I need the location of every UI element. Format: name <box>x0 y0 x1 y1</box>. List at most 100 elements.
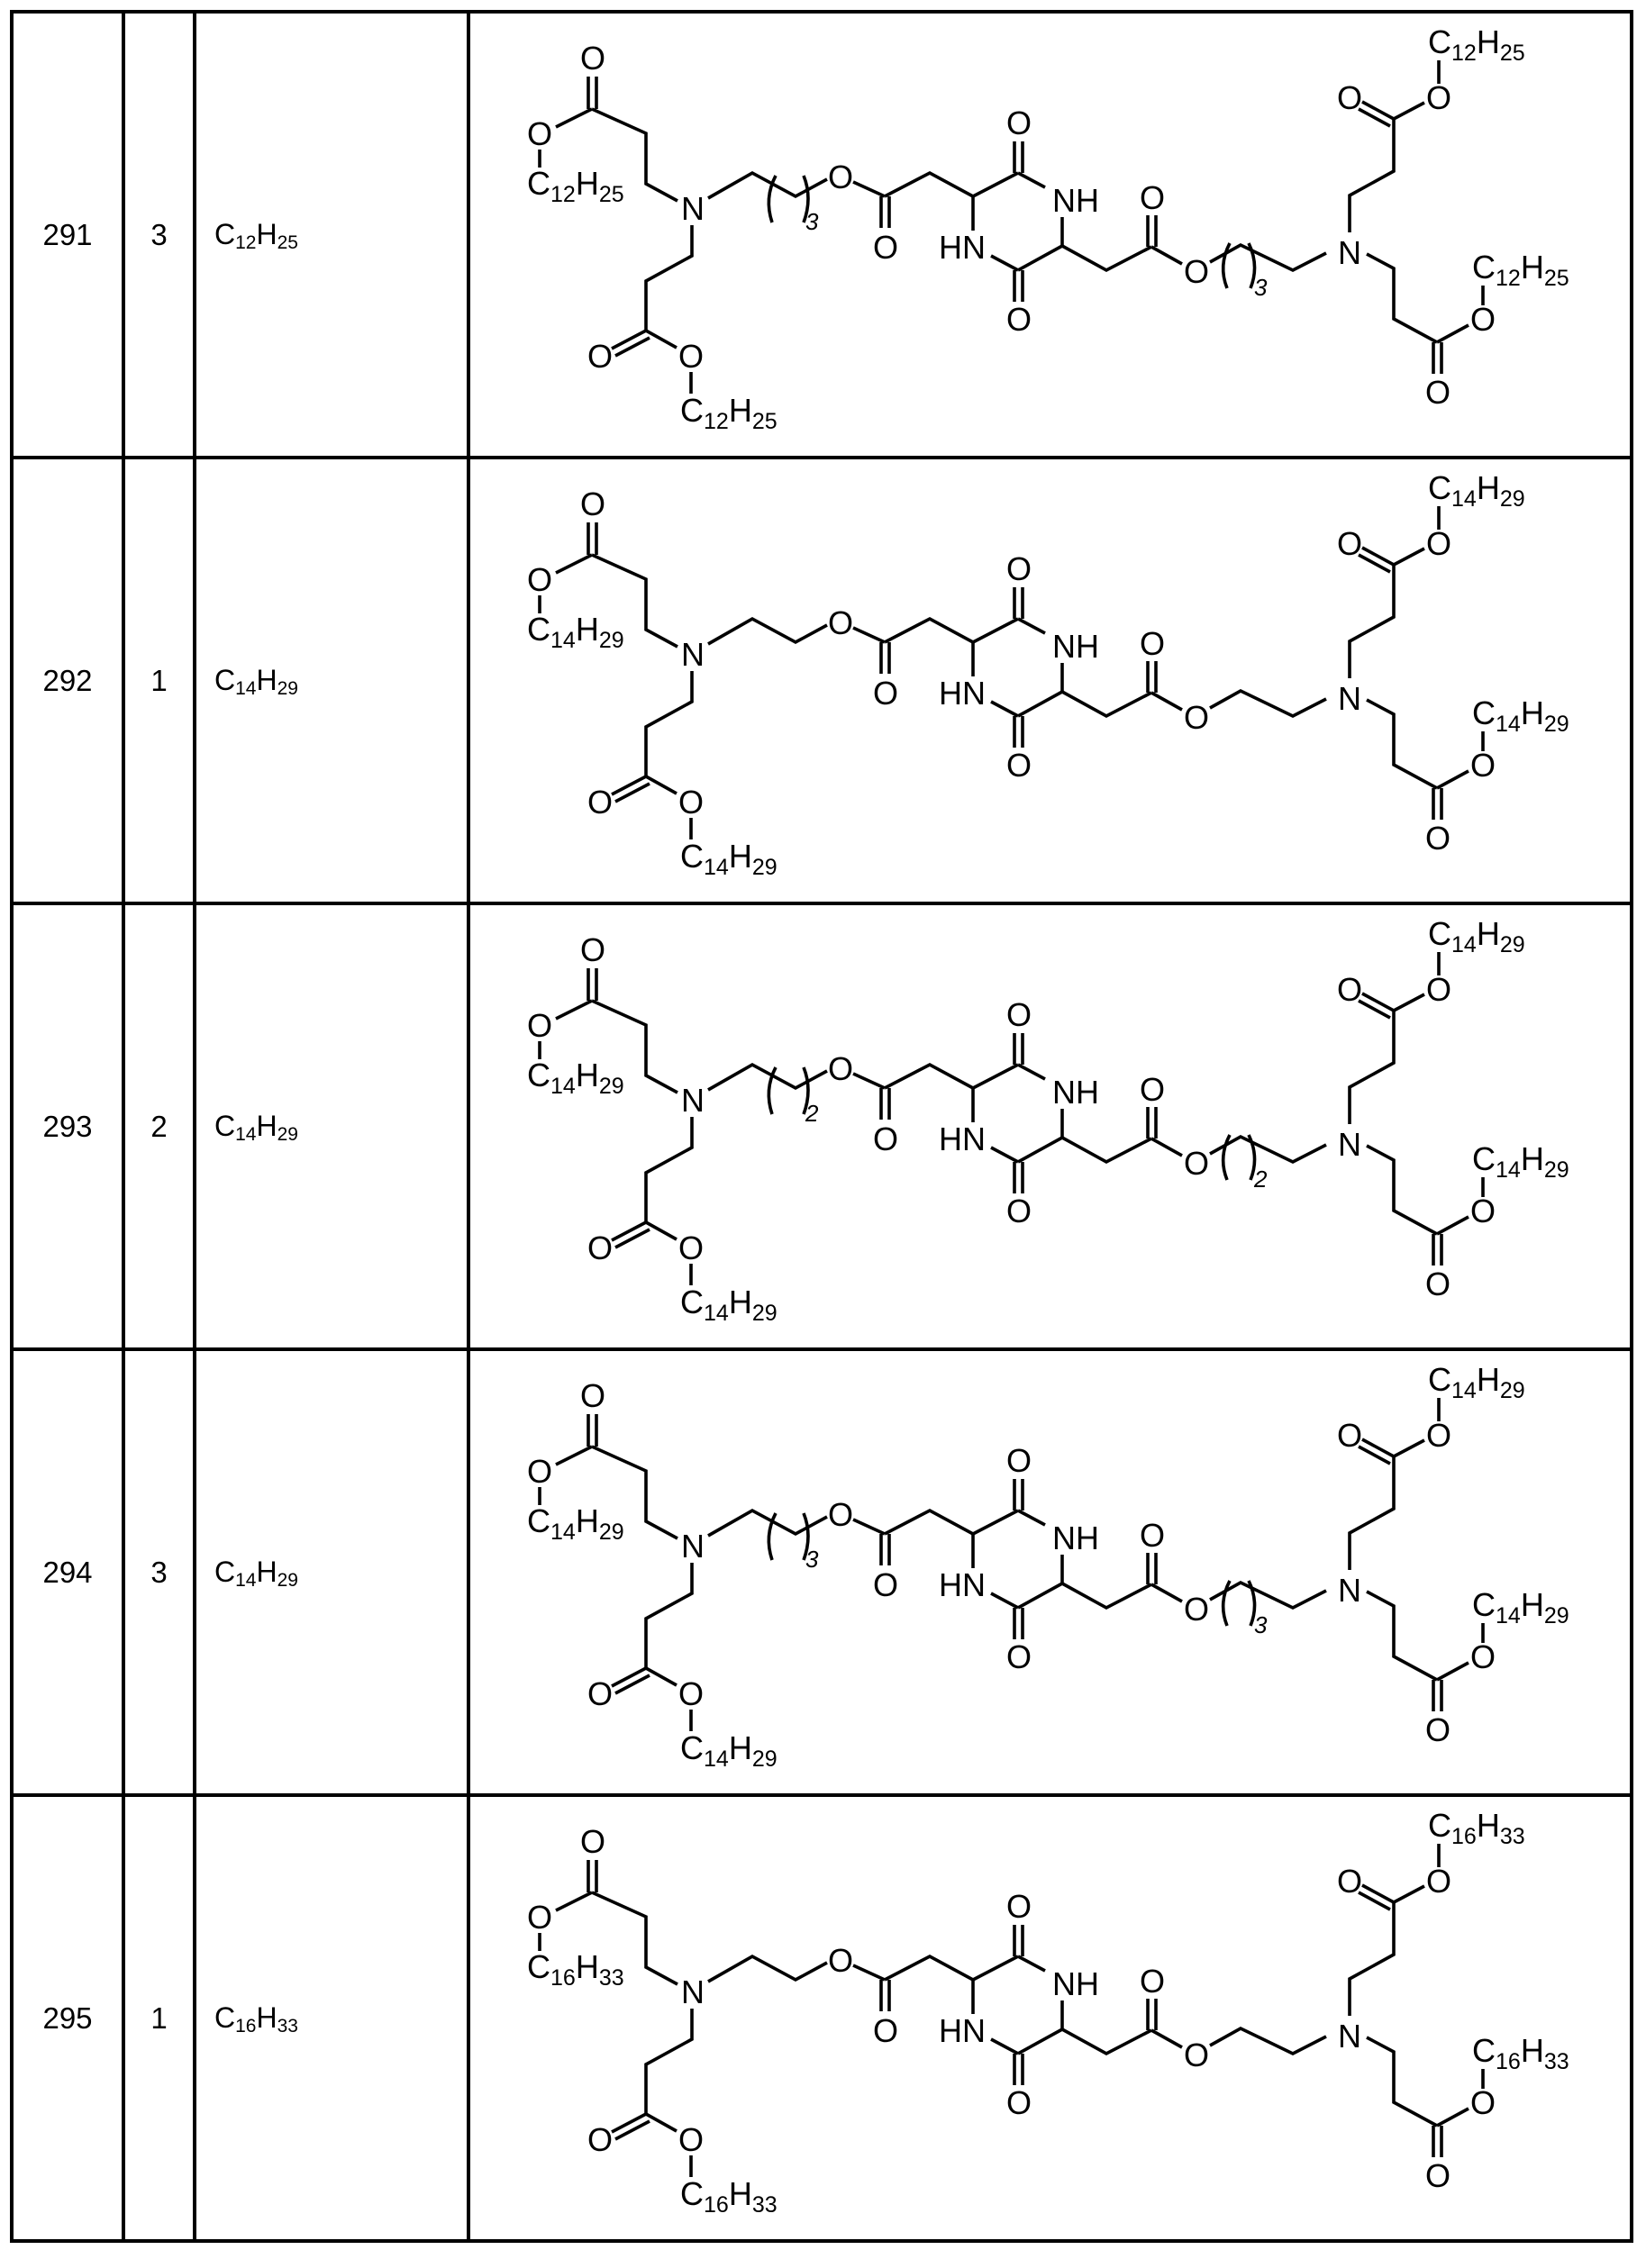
table-row: 291 3 C12H25 O O C12H25 N <box>10 10 1633 459</box>
svg-text:O: O <box>1006 747 1032 784</box>
amine-n-left: N <box>681 1528 705 1565</box>
compound-number-cell: 291 <box>10 10 125 459</box>
r-group-formula: C14H29 <box>214 664 298 699</box>
svg-text:O: O <box>1184 699 1209 736</box>
right-linker: 3 <box>1209 242 1327 301</box>
r-label: C12H25 <box>527 165 624 207</box>
svg-text:O: O <box>1140 1071 1165 1108</box>
n-value: 1 <box>150 663 168 697</box>
svg-text:O: O <box>1426 971 1451 1008</box>
right-linker: 3 <box>1209 1580 1327 1638</box>
right-linker <box>1209 2026 1327 2056</box>
compound-number: 295 <box>42 2000 93 2035</box>
n-value-cell: 2 <box>122 902 196 1351</box>
table-row: 292 1 C14H29 O O C14H29 N <box>10 456 1633 905</box>
structure-cell: O O C14H29 N O O C14H29 <box>467 902 1633 1351</box>
svg-text:O: O <box>1470 747 1496 784</box>
table-row: 293 2 C14H29 O O C14H29 N <box>10 902 1633 1351</box>
svg-text:O: O <box>587 1229 613 1266</box>
ring-nh: NH <box>1052 182 1099 219</box>
svg-text:O: O <box>1337 1417 1362 1454</box>
svg-text:O: O <box>1006 1193 1032 1229</box>
ring-hn: HN <box>939 1120 986 1157</box>
left-ring-ester: O <box>852 170 974 266</box>
ring-nh: NH <box>1052 1520 1099 1556</box>
r-label: C16H33 <box>1428 1807 1525 1849</box>
structure-cell: O O C12H25 N O O C12H25 <box>467 10 1633 459</box>
r-label: C14H29 <box>680 1284 778 1326</box>
r-label: C16H33 <box>1472 2032 1569 2074</box>
svg-text:O: O <box>678 1675 704 1712</box>
left-upper-ester: O O C14H29 <box>527 1377 678 1545</box>
svg-text:O: O <box>828 1942 853 1979</box>
svg-text:O: O <box>1425 374 1450 411</box>
compound-number-cell: 295 <box>10 1793 125 2243</box>
r-label: C12H25 <box>1428 23 1525 66</box>
r-group-cell: C16H33 <box>193 1793 470 2243</box>
ring-hn: HN <box>939 2012 986 2049</box>
n-value-cell: 1 <box>122 456 196 905</box>
svg-text:O: O <box>1426 1863 1451 1900</box>
amine-n-left: N <box>681 636 705 673</box>
r-group-cell: C12H25 <box>193 10 470 459</box>
svg-text:O: O <box>828 1496 853 1533</box>
svg-text:O: O <box>580 40 605 77</box>
r-group-formula: C14H29 <box>214 1110 298 1145</box>
svg-text:O: O <box>1140 179 1165 216</box>
chemical-structure: O O C16H33 N O O C16H33 <box>527 1807 1569 2218</box>
linker-bracket-left: 2 <box>767 1066 819 1127</box>
diketopiperazine-ring: O NH O HN <box>939 996 1099 1229</box>
diketopiperazine-ring: O NH O HN <box>939 104 1099 338</box>
svg-text:O: O <box>1337 525 1362 562</box>
svg-text:O: O <box>1337 971 1362 1008</box>
ring-hn: HN <box>939 1566 986 1603</box>
linker-bracket-right: 3 <box>1221 1580 1268 1638</box>
chemical-structure: O O C14H29 N O O C14H29 <box>527 915 1569 1326</box>
svg-text:O: O <box>580 1823 605 1860</box>
linker-bracket-left: 3 <box>767 1512 819 1573</box>
svg-text:3: 3 <box>805 1546 819 1573</box>
amine-n-left: N <box>681 1082 705 1119</box>
r-label: C14H29 <box>1428 469 1525 512</box>
svg-text:O: O <box>873 2012 898 2049</box>
right-lower-ester: O O C16H33 <box>1366 2032 1569 2194</box>
svg-text:O: O <box>587 1675 613 1712</box>
svg-text:O: O <box>828 1050 853 1087</box>
n-value: 3 <box>150 217 168 251</box>
svg-text:O: O <box>587 2121 613 2158</box>
ring-nh: NH <box>1052 628 1099 665</box>
left-upper-ester: O O C14H29 <box>527 485 678 653</box>
compound-number-cell: 293 <box>10 902 125 1351</box>
svg-text:O: O <box>587 784 613 821</box>
svg-text:O: O <box>1006 996 1032 1033</box>
svg-text:2: 2 <box>1253 1166 1268 1193</box>
svg-text:O: O <box>678 784 704 821</box>
r-label: C14H29 <box>680 1729 778 1772</box>
svg-text:O: O <box>873 1566 898 1603</box>
right-ring-ester: O O <box>1061 1963 1209 2073</box>
svg-text:O: O <box>1140 1963 1165 2000</box>
compound-number: 294 <box>42 1555 93 1589</box>
svg-text:O: O <box>1426 1417 1451 1454</box>
r-label: C16H33 <box>527 1948 624 1991</box>
ring-nh: NH <box>1052 1074 1099 1111</box>
right-ring-ester: O O <box>1061 625 1209 736</box>
n-value: 3 <box>150 1555 168 1589</box>
compound-number: 291 <box>42 217 93 251</box>
ring-nh: NH <box>1052 1965 1099 2002</box>
r-label: C14H29 <box>680 838 778 880</box>
r-label: C14H29 <box>1428 1361 1525 1403</box>
svg-text:O: O <box>1006 550 1032 587</box>
svg-text:O: O <box>1006 1888 1032 1925</box>
chemical-structure: O O C14H29 N O O C14H29 <box>527 469 1569 880</box>
right-lower-ester: O O C14H29 <box>1366 1586 1569 1748</box>
svg-text:O: O <box>1425 1266 1450 1302</box>
right-upper-ester: O O C16H33 <box>1337 1807 1525 2016</box>
svg-text:O: O <box>1140 1517 1165 1554</box>
svg-text:O: O <box>1006 1442 1032 1479</box>
n-value: 2 <box>150 1109 168 1143</box>
left-lower-ester: O O C16H33 <box>587 2009 778 2218</box>
r-label: C14H29 <box>1472 1140 1569 1183</box>
svg-text:O: O <box>587 338 613 375</box>
right-linker <box>1209 688 1327 719</box>
